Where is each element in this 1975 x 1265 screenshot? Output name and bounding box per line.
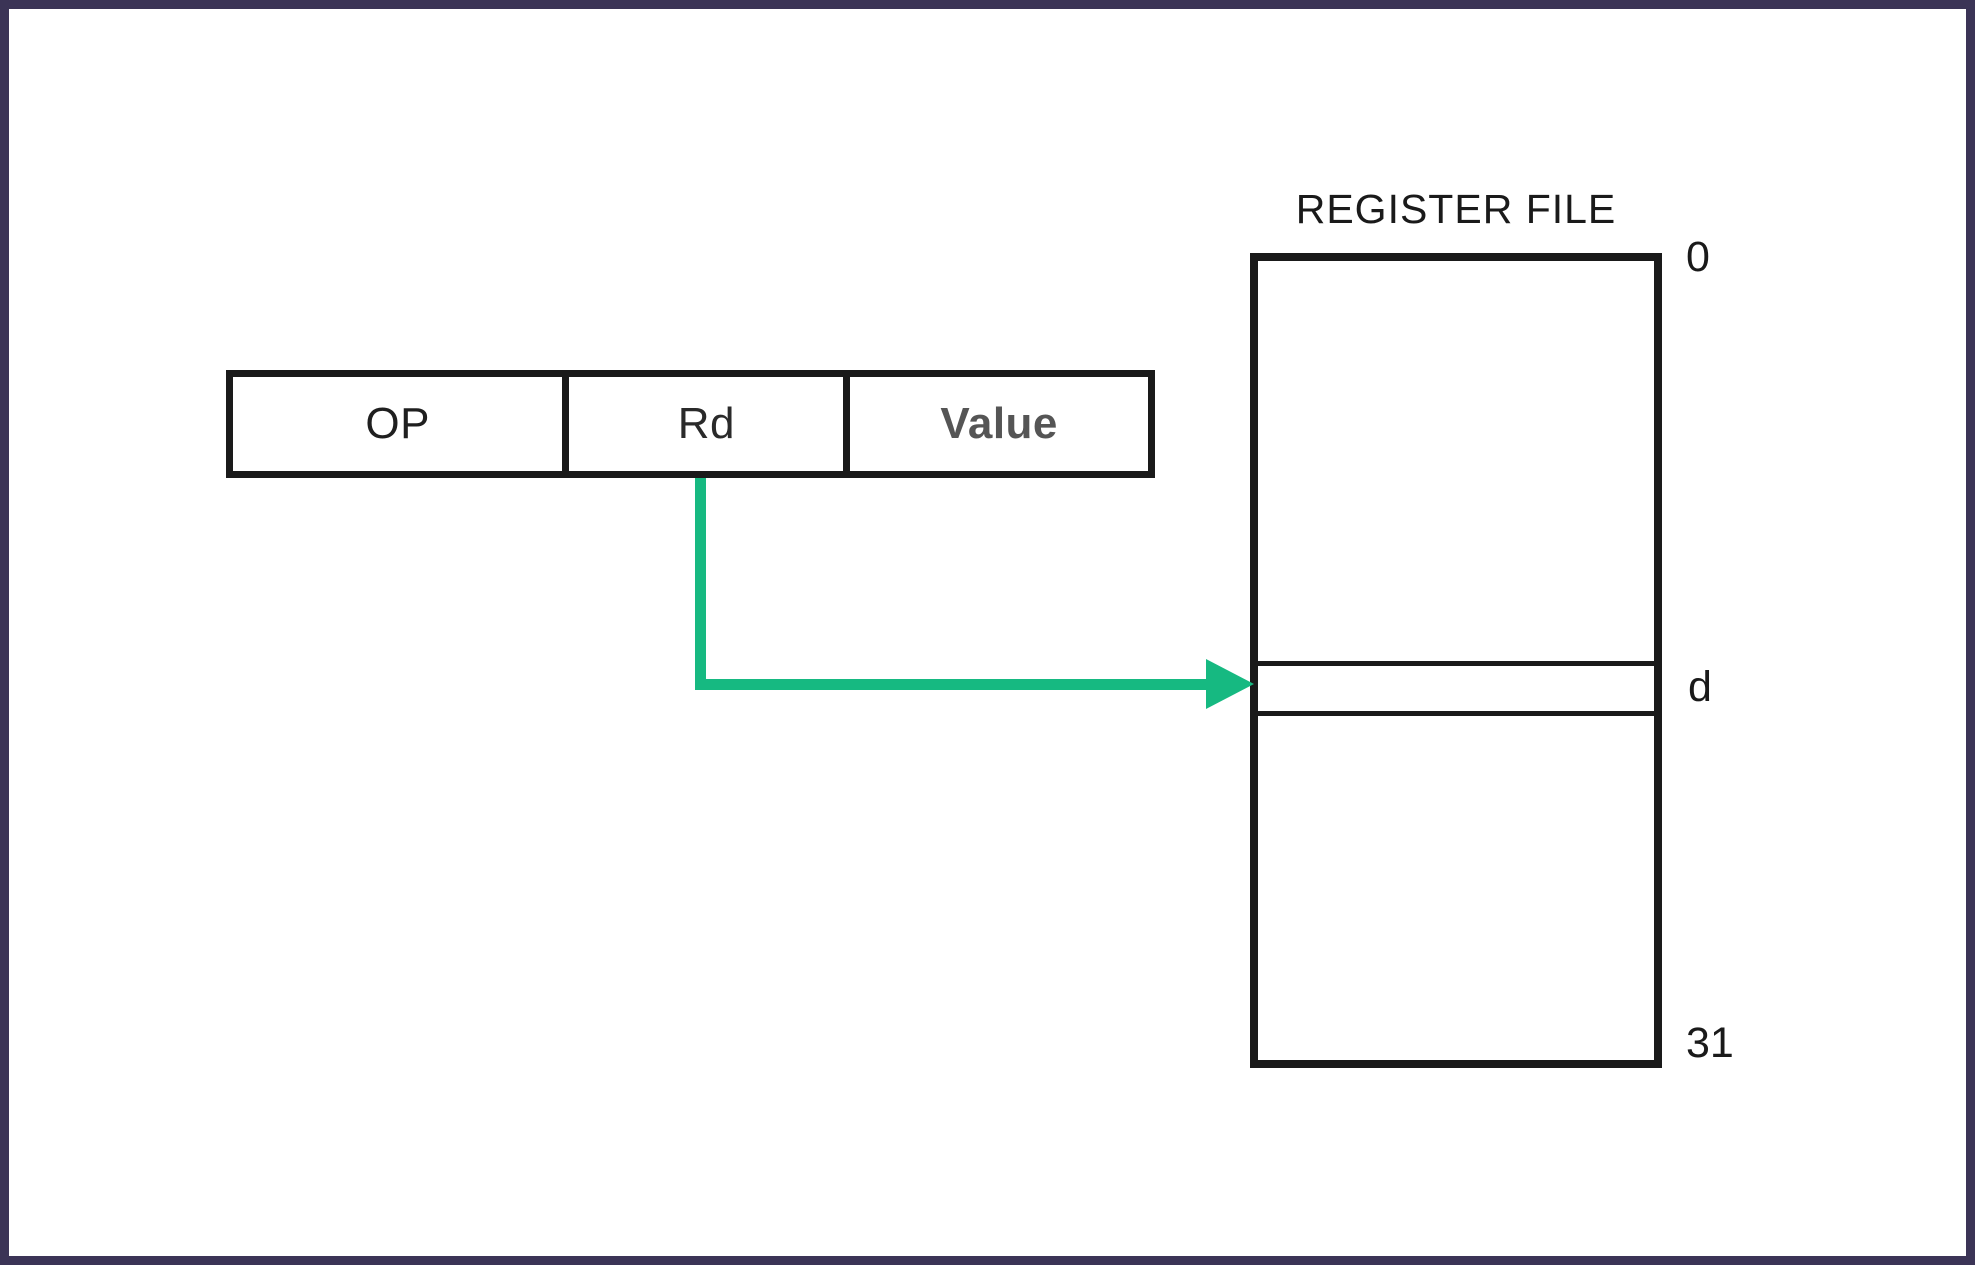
register-row-divider-bottom — [1250, 711, 1662, 716]
rd-arrow-horizontal-segment — [695, 679, 1240, 690]
register-index-label-destination: d — [1688, 663, 1712, 711]
rd-arrow-head-icon — [1206, 659, 1254, 709]
inner-frame-hairline — [9, 9, 1966, 1256]
instruction-word-box: OP Rd Value — [226, 370, 1155, 478]
register-file-box — [1250, 253, 1662, 1068]
register-index-label-last: 31 — [1686, 1019, 1734, 1067]
instruction-field-value: Value — [850, 377, 1148, 471]
rd-arrow-vertical-segment — [695, 478, 706, 690]
instruction-field-op: OP — [233, 377, 570, 471]
register-index-label-first: 0 — [1686, 233, 1710, 281]
register-row-divider-top — [1250, 661, 1662, 666]
register-file-title: REGISTER FILE — [1295, 186, 1617, 232]
instruction-field-rd: Rd — [569, 377, 851, 471]
